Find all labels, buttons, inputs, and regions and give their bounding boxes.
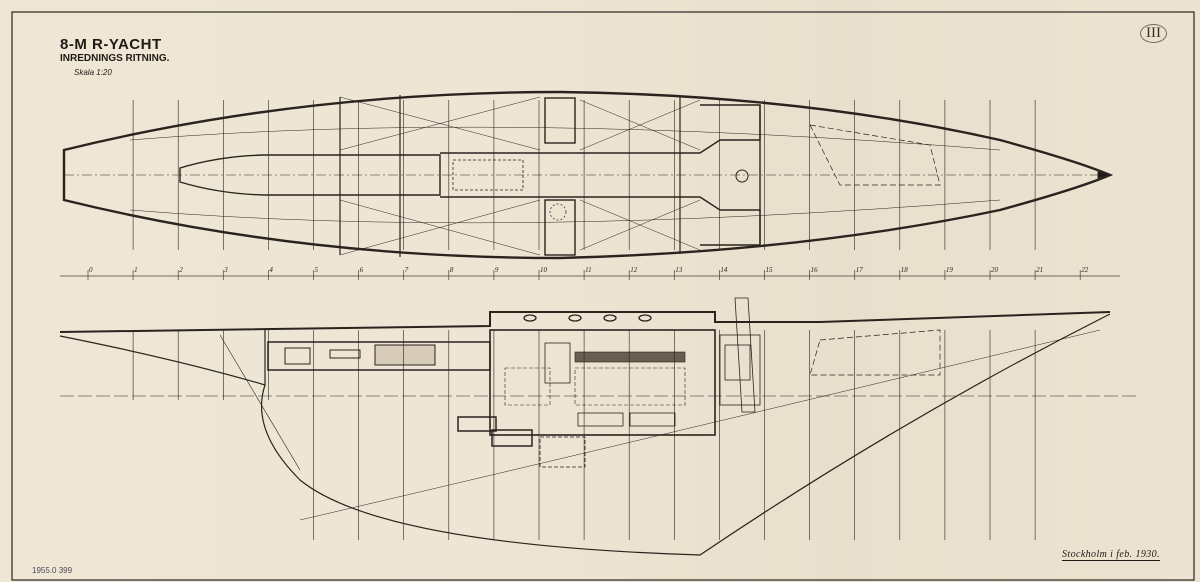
- station-label: 1: [134, 266, 138, 274]
- station-label: 8: [450, 266, 454, 274]
- title-line2: INREDNINGS RITNING.: [60, 53, 170, 64]
- station-label: 5: [315, 266, 319, 274]
- station-label: 0: [89, 266, 93, 274]
- plan-view: [62, 90, 1114, 260]
- station-label: 21: [1036, 266, 1043, 274]
- plan-berth: [452, 159, 524, 191]
- station-label: 4: [269, 266, 273, 274]
- station-label: 19: [946, 266, 954, 274]
- plan-locker-stbd: [544, 199, 576, 256]
- station-label: 14: [720, 266, 728, 274]
- station-label: 18: [901, 266, 909, 274]
- station-label: 10: [540, 266, 548, 274]
- title-line1: 8-M R-YACHT: [60, 36, 162, 53]
- sheet-border: [11, 11, 1195, 581]
- scale-label: Skala 1:20: [74, 68, 112, 77]
- station-label: 11: [585, 266, 591, 274]
- date-note: Stockholm i feb. 1930.: [1062, 549, 1160, 561]
- profile-view: [59, 297, 1140, 556]
- station-label: 12: [630, 266, 638, 274]
- archive-stamp: 1955.0 399: [32, 566, 73, 575]
- station-label: 9: [495, 266, 499, 274]
- profile-hull: [59, 313, 1111, 556]
- plan-locker-port: [544, 97, 576, 144]
- station-label: 7: [405, 266, 409, 274]
- plan-cockpit: [179, 154, 441, 196]
- drawing-title: 8-M R-YACHT INREDNINGS RITNING. Skala 1:…: [60, 36, 169, 77]
- station-label: 20: [991, 266, 999, 274]
- station-label: 16: [811, 266, 819, 274]
- sheet-number: III: [1140, 24, 1167, 43]
- profile-sheer: [59, 311, 1111, 333]
- station-label: 22: [1081, 266, 1089, 274]
- station-label: 6: [360, 266, 364, 274]
- plan-cabin-sole: [440, 139, 761, 211]
- station-label: 15: [766, 266, 774, 274]
- profile-saloon: [489, 329, 716, 436]
- station-label: 13: [675, 266, 683, 274]
- station-label: 3: [223, 266, 228, 274]
- station-label: 17: [856, 266, 864, 274]
- station-label: 2: [179, 266, 183, 274]
